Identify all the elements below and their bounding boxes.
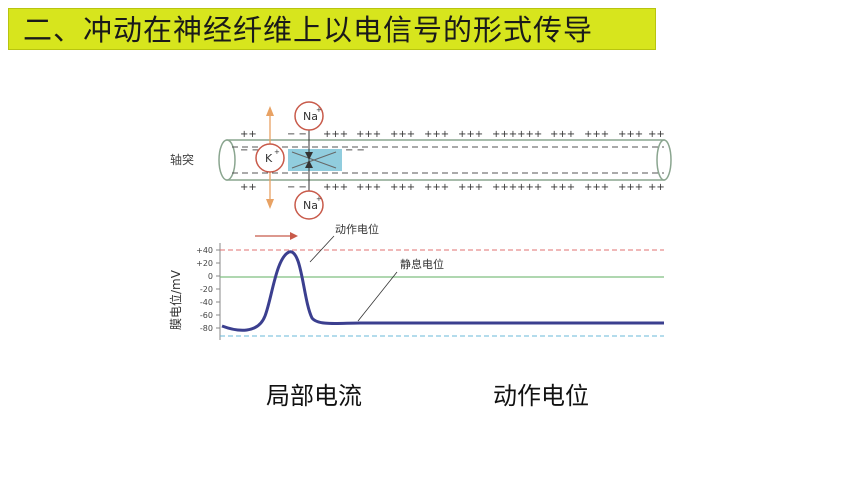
membrane-positive-charge-bottom: +++: [356, 182, 381, 193]
y-tick-label: 0: [208, 272, 213, 281]
membrane-positive-charge-bottom: +++: [550, 182, 575, 193]
y-tick-label: -60: [200, 311, 213, 320]
membrane-positive-charge-top: ++: [648, 129, 665, 140]
axon-right-end: [656, 139, 672, 181]
k-ion-charge: +: [274, 148, 280, 156]
title-banner: 二、冲动在神经纤维上以电信号的形式传导: [8, 8, 656, 50]
axon-label: 轴突: [170, 152, 194, 167]
resting-potential-annotation: 静息电位: [400, 257, 444, 271]
y-tick-label: -80: [200, 324, 213, 333]
membrane-positive-charge-bottom: +++: [390, 182, 415, 193]
action-potential-annotation: 动作电位: [335, 222, 379, 236]
inner-negative-charge-left: − −: [240, 145, 260, 156]
membrane-positive-charge-bottom: ++: [240, 182, 257, 193]
membrane-positive-charge-top: +++: [584, 129, 609, 140]
y-tick-label: +40: [196, 246, 213, 255]
membrane-positive-charge-top: +++: [550, 129, 575, 140]
propagation-direction-arrow: [290, 232, 298, 240]
membrane-positive-charge-top: +++: [618, 129, 643, 140]
caption-action-potential: 动作电位: [493, 382, 589, 410]
membrane-positive-charge-bottom: +++: [618, 182, 643, 193]
membrane-charges: ++++++++++++++++++++++++++++++++++++++++…: [240, 129, 665, 193]
y-tick-label: -20: [200, 285, 213, 294]
membrane-positive-charge-bottom: +++: [323, 182, 348, 193]
membrane-positive-charge-bottom: +++: [424, 182, 449, 193]
membrane-positive-charge-bottom: +++: [458, 182, 483, 193]
membrane-positive-charge-top: +++: [458, 129, 483, 140]
membrane-positive-charge-top: ++: [240, 129, 257, 140]
local-current-cross-b: [291, 151, 337, 169]
resting-potential-leader: [357, 271, 398, 322]
membrane-positive-charge-bottom: ++: [648, 182, 665, 193]
y-tick-label: -40: [200, 298, 213, 307]
y-axis-label: 膜电位/mV: [168, 269, 183, 330]
k-efflux-arrow-down: [266, 199, 274, 209]
membrane-negative-charge-bottom: − −: [287, 182, 307, 193]
k-efflux-arrow-up: [266, 106, 274, 116]
y-axis-ticks: +40 +20 0 -20 -40 -60 -80: [196, 246, 220, 333]
na-ion-bottom-label: Na: [303, 199, 318, 212]
na-ion-top-label: Na: [303, 110, 318, 123]
ion-flow: Na + K + Na +: [255, 101, 324, 220]
membrane-positive-charge-top: +++: [356, 129, 381, 140]
axon: [218, 139, 672, 181]
na-ion-top-icon: [294, 101, 324, 131]
membrane-positive-charge-bottom: +++: [584, 182, 609, 193]
axon-left-end: [218, 139, 236, 181]
membrane-potential-graph: +40 +20 0 -20 -40 -60 -80 膜电位/mV 动作电位 静息电位: [168, 222, 664, 340]
na-in-arrow-top: [305, 152, 313, 160]
membrane-positive-charge-top: ++++++: [492, 129, 542, 140]
caption-local-current: 局部电流: [266, 382, 362, 410]
page-title: 二、冲动在神经纤维上以电信号的形式传导: [23, 13, 594, 47]
action-potential-trace: [221, 250, 664, 332]
membrane-positive-charge-top: +++: [323, 129, 348, 140]
na-ion-top-charge: +: [316, 106, 322, 114]
membrane-positive-charge-top: +++: [424, 129, 449, 140]
membrane-positive-charge-top: +++: [390, 129, 415, 140]
na-ion-bottom-charge: +: [316, 195, 322, 203]
na-in-arrow-bottom: [305, 160, 313, 168]
membrane-positive-charge-bottom: ++++++: [492, 182, 542, 193]
y-tick-label: +20: [196, 259, 213, 268]
na-ion-bottom-icon: [294, 190, 324, 220]
k-ion-icon: [255, 143, 285, 173]
inner-negative-charge-right: − −: [345, 145, 365, 156]
action-potential-leader: [309, 235, 335, 263]
membrane-negative-charge-top: − −: [287, 129, 307, 140]
k-ion-label: K: [265, 152, 273, 165]
